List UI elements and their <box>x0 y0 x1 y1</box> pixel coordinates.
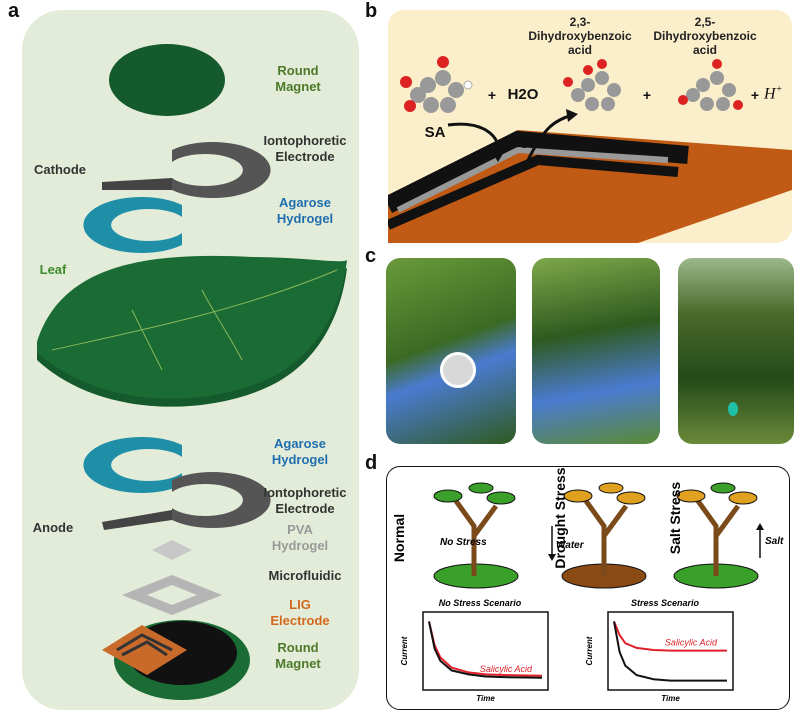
panel-b-graphics <box>388 56 792 243</box>
panel-label-c: c <box>365 245 377 267</box>
leaf-layer <box>37 255 347 407</box>
panel-a-layers <box>37 44 347 700</box>
agarose-hydrogel-bottom <box>83 437 182 493</box>
chart-ylabel: Current <box>585 636 594 665</box>
chart-xlabel: Time <box>661 694 680 703</box>
chart-series-line-baseline <box>613 621 727 682</box>
label-leaf: Leaf <box>39 262 67 277</box>
chart-series-label: Salicylic Acid <box>665 638 718 648</box>
lig-electrode <box>102 625 187 675</box>
dhba25-molecule <box>678 59 743 111</box>
chart-left-title: No Stress Scenario <box>438 598 522 608</box>
chart-series-line-salicylic-acid <box>428 621 543 677</box>
plant-drought <box>561 482 647 589</box>
chart-series-line-salicylic-acid <box>613 621 727 652</box>
chart-right-title: Stress Scenario <box>630 598 700 608</box>
label-proton: H+ <box>764 84 783 103</box>
sa-molecule <box>400 56 473 113</box>
chart-series-label: Salicylic Acid <box>480 664 533 674</box>
label-water: Water <box>556 540 584 551</box>
label-microfluidic: Microfluidic <box>268 568 342 583</box>
plus-sign-1: + <box>487 87 497 103</box>
chart-ylabel: Current <box>400 636 409 665</box>
label-normal: Normal <box>391 513 408 563</box>
chart-series-line-baseline <box>428 621 543 679</box>
photo-1 <box>386 258 516 444</box>
iontophoretic-electrode-top <box>102 142 271 199</box>
photo-3 <box>678 258 794 444</box>
panel-label-b: b <box>365 0 378 22</box>
panel-label-a: a <box>8 0 20 22</box>
plant-normal <box>433 482 519 589</box>
plant-salt <box>673 482 759 589</box>
label-anode: Anode <box>32 520 74 535</box>
dhba23-molecule <box>563 59 621 111</box>
sensor-patch-1 <box>440 352 476 388</box>
agarose-hydrogel-top <box>83 197 182 254</box>
label-salt-stress: Salt Stress <box>667 481 683 555</box>
label-electron: e- <box>519 133 535 152</box>
label-salt: Salt <box>765 536 784 547</box>
sensor-patch-3 <box>728 402 738 416</box>
pva-hydrogel <box>152 540 192 560</box>
panel-d-plants <box>433 482 764 589</box>
label-no-stress: No Stress <box>440 537 487 548</box>
plus-sign-3: + <box>750 87 760 103</box>
iontophoretic-electrode-bottom <box>102 471 271 530</box>
chart-xlabel: Time <box>476 694 495 703</box>
microfluidic-layer <box>122 575 222 615</box>
label-cathode: Cathode <box>34 162 86 177</box>
round-magnet-top <box>109 44 225 116</box>
label-drought-stress: Drought Stress <box>552 467 568 569</box>
photo-2 <box>532 258 660 444</box>
panel-label-d: d <box>365 452 378 474</box>
label-sa: SA <box>424 124 446 141</box>
plus-sign-2: + <box>642 87 652 103</box>
label-water: H2O <box>507 86 539 103</box>
